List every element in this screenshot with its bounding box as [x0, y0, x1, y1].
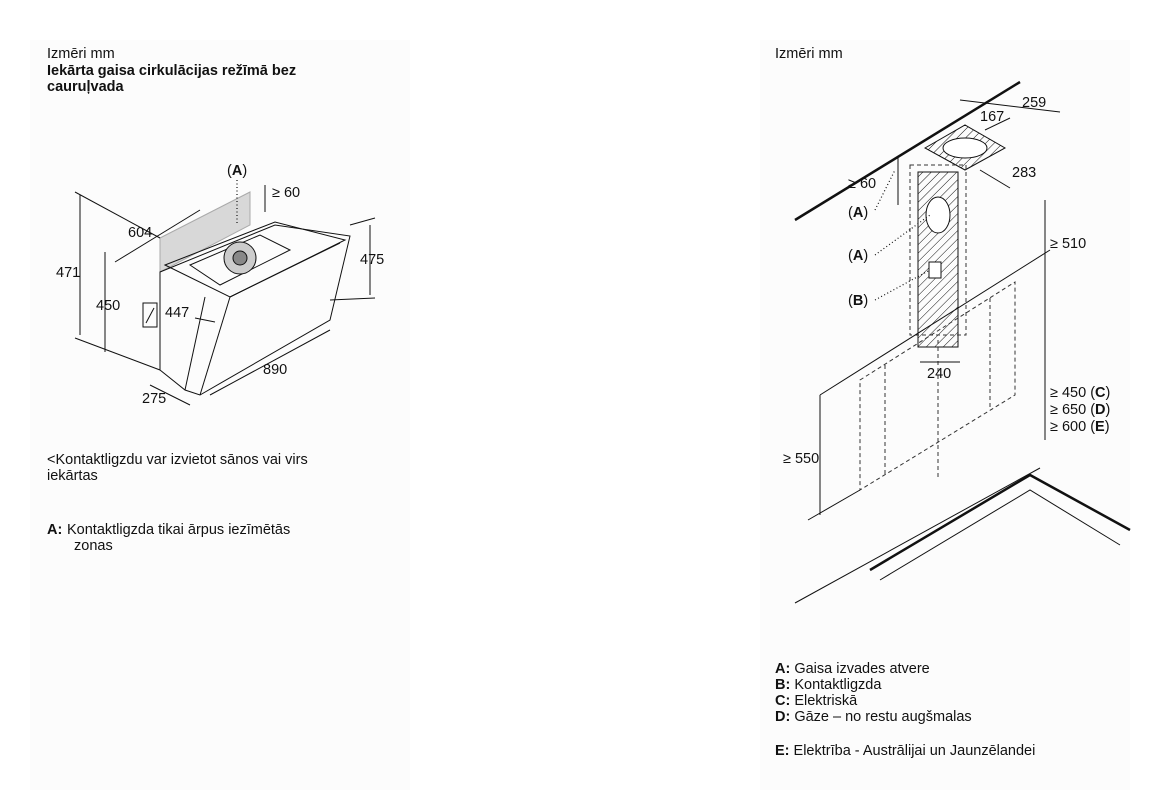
- legend-item: C: Elektriskā: [775, 693, 857, 709]
- dim-475: 475: [360, 252, 384, 268]
- dim-283: 283: [1012, 165, 1036, 181]
- socket-icon: [142, 302, 158, 328]
- legend-text: Gāze – no restu augšmalas: [794, 709, 972, 725]
- legend-item: E: Elektrība - Austrālijai un Jaunzēland…: [775, 743, 1035, 759]
- dim-ge600-e: ≥ 600 (E): [1050, 419, 1110, 435]
- dim-ge60-right: ≥ 60: [848, 176, 876, 192]
- dim-240: 240: [927, 366, 951, 382]
- dim-label-a: (A): [227, 163, 247, 179]
- legend-key: C:: [775, 693, 791, 709]
- legend-a-line1: Kontaktligzda tikai ārpus iezīmētās: [67, 522, 291, 538]
- dim-ge510: ≥ 510: [1050, 236, 1086, 252]
- legend-item: B: Kontaktligzda: [775, 677, 881, 693]
- dim-ge650-d: ≥ 650 (D): [1050, 402, 1110, 418]
- legend-item: D: Gāze – no restu augšmalas: [775, 709, 972, 725]
- legend-text: Elektrība - Austrālijai un Jaunzēlandei: [793, 743, 1036, 759]
- dim-259: 259: [1022, 95, 1046, 111]
- dim-ge60-left: ≥ 60: [272, 185, 300, 201]
- legend-key: D:: [775, 709, 791, 725]
- dim-447: 447: [165, 305, 189, 321]
- legend-item: A: Gaisa izvades atvere: [775, 661, 930, 677]
- dim-167: 167: [980, 109, 1004, 125]
- dim-275: 275: [142, 391, 166, 407]
- right-heading: Izmēri mm: [775, 46, 843, 62]
- dim-604: 604: [128, 225, 152, 241]
- left-subtitle-line1: Iekārta gaisa cirkulācijas režīmā bez: [47, 63, 297, 79]
- socket-note-line1: <Kontaktligzdu var izvietot sānos vai vi…: [47, 452, 308, 468]
- socket-note-line2: iekārtas: [47, 468, 98, 484]
- label-a-2: (A): [848, 248, 868, 264]
- socket-icon: [928, 261, 942, 279]
- dim-471: 471: [56, 265, 80, 281]
- air-outlet-icon: [925, 196, 951, 234]
- legend-key: B:: [775, 677, 791, 693]
- left-heading: Izmēri mm: [47, 46, 115, 62]
- hood-drawing-left: [74, 180, 376, 406]
- legend-key: E:: [775, 743, 790, 759]
- legend-a-key: A:: [47, 522, 63, 538]
- left-subtitle-line2: cauruļvada: [47, 79, 124, 95]
- legend-text: Elektriskā: [794, 693, 858, 709]
- dim-ge450-c: ≥ 450 (C): [1050, 385, 1110, 401]
- legend-text: Gaisa izvades atvere: [794, 661, 930, 677]
- installation-drawing-right: [794, 80, 1131, 604]
- dim-450: 450: [96, 298, 120, 314]
- dim-890: 890: [263, 362, 287, 378]
- left-panel: [30, 40, 410, 790]
- legend-a-line2: zonas: [74, 538, 113, 554]
- dim-ge550: ≥ 550: [783, 451, 819, 467]
- label-a-1: (A): [848, 205, 868, 221]
- socket-exclusion-zone: [159, 191, 251, 273]
- label-b: (B): [848, 293, 868, 309]
- legend-text: Kontaktligzda: [794, 677, 882, 693]
- legend-key: A:: [775, 661, 791, 677]
